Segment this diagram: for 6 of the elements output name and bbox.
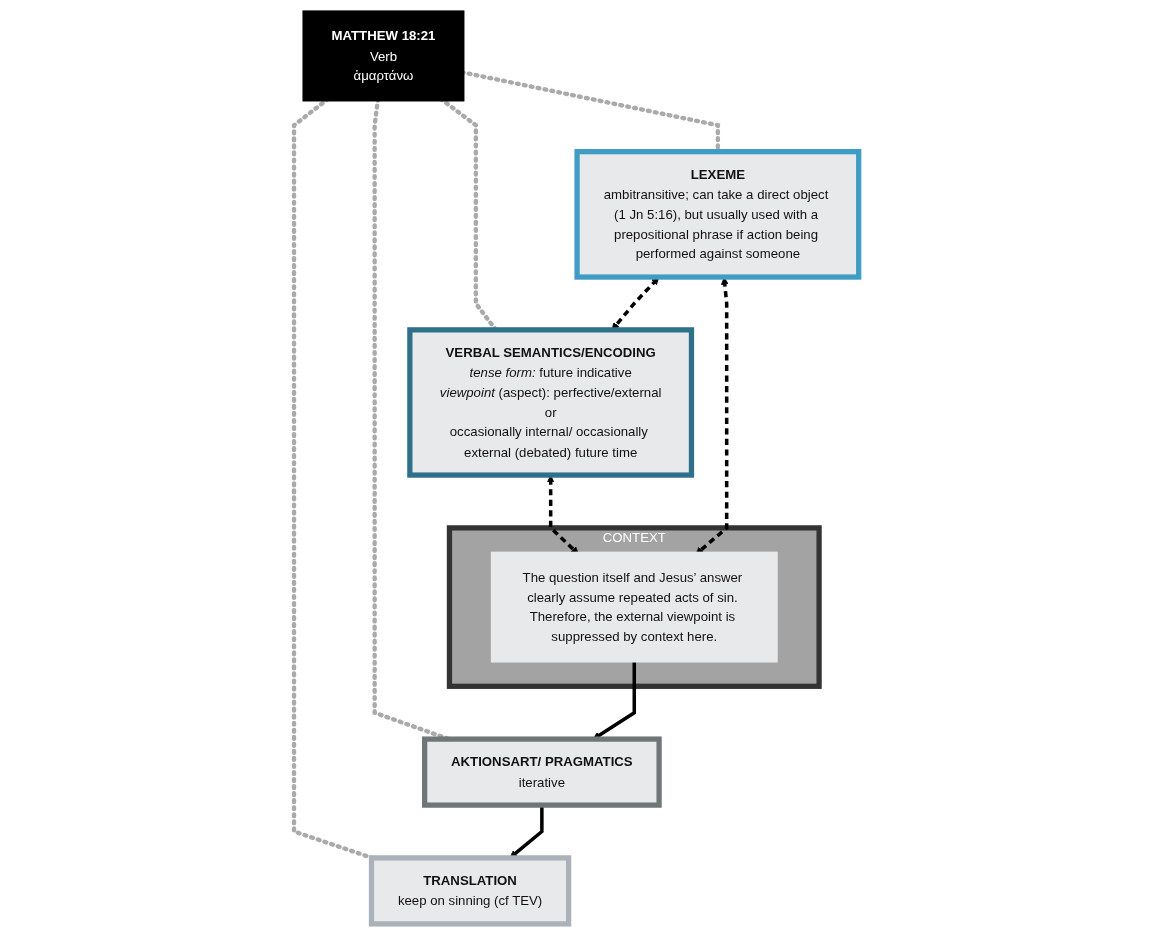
node-box: VERBAL SEMANTICS/ENCODING tense form: future indicative viewpoint (aspect): perfective/external or occasionally internal/ occasionally external (debated) future time (406, 327, 694, 478)
node-box: The question itself and Jesus’ answer clearly assume repeated acts of sin. Therefore, the external viewpoint is suppressed by context here. (490, 551, 778, 663)
node-box: AKTIONSART/ PRAGMATICS iterative (421, 736, 662, 808)
node-box: LEXEME ambitransitive; can take a direct object (1 Jn 5:16), but usually used with a prepositional phrase if action being performed against someone (574, 149, 861, 280)
node-box: MATTHEW 18:21 Verb ἁμαρτάνω (302, 10, 465, 102)
node-box: TRANSLATION keep on sinning (cf TEV) (368, 855, 571, 927)
